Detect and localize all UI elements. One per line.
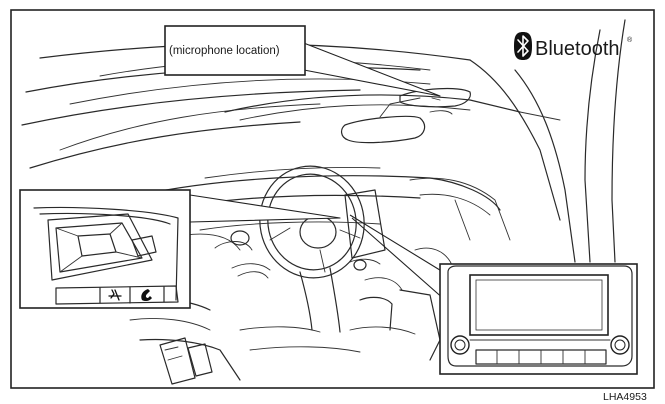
bluetooth-icon [514,32,532,60]
leader-lines [189,39,449,301]
phone-icon [141,289,152,302]
display-inset [439,263,638,375]
bluetooth-logo: Bluetooth ® [514,32,633,60]
bluetooth-wordmark: Bluetooth [535,38,620,60]
steering-switch-inset [19,189,191,309]
voice-command-icon [108,289,122,301]
display-screen [469,274,609,336]
microphone-location-label: (microphone location) [169,45,280,57]
microphone-callout: (microphone location) [164,25,306,76]
figure-code: LHA4953 [603,391,647,403]
registered-mark: ® [627,36,633,44]
